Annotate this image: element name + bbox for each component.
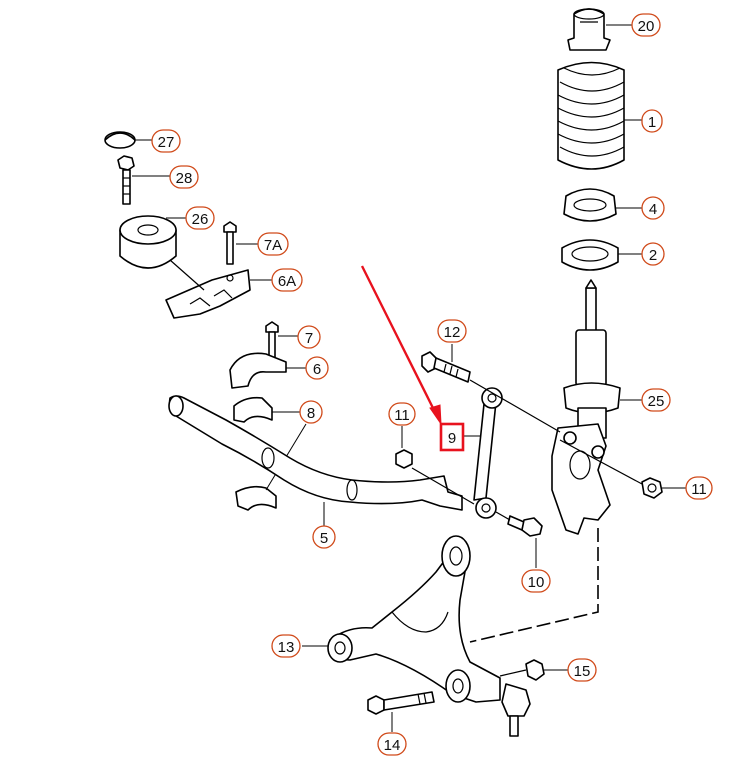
svg-text:26: 26 xyxy=(192,211,209,228)
coupling-rod xyxy=(463,379,561,519)
svg-text:15: 15 xyxy=(574,663,591,680)
nut-right xyxy=(641,477,686,499)
svg-text:1: 1 xyxy=(648,114,656,131)
callout-8: 8 xyxy=(299,400,323,424)
svg-text:25: 25 xyxy=(648,393,665,410)
callout-6a: 6A xyxy=(271,268,303,292)
svg-text:13: 13 xyxy=(278,639,295,656)
svg-text:5: 5 xyxy=(320,530,328,547)
svg-text:28: 28 xyxy=(176,170,193,187)
callout-14: 14 xyxy=(377,732,407,756)
callout-25: 25 xyxy=(641,388,671,412)
cap xyxy=(104,131,152,149)
wishbone xyxy=(302,535,531,737)
bolt-7a xyxy=(223,221,258,265)
svg-text:6A: 6A xyxy=(278,273,296,290)
svg-text:6: 6 xyxy=(313,361,321,378)
callout-13: 13 xyxy=(271,634,301,658)
callout-11-right: 11 xyxy=(685,476,713,500)
svg-text:12: 12 xyxy=(444,324,461,341)
upper-spring-seat xyxy=(563,188,642,222)
svg-text:7: 7 xyxy=(305,330,313,347)
clamp-6 xyxy=(229,352,306,389)
svg-text:11: 11 xyxy=(394,407,410,424)
callout-6: 6 xyxy=(305,356,329,380)
callout-27: 27 xyxy=(151,129,181,153)
wheel-bearing-housing xyxy=(551,423,643,535)
callout-15: 15 xyxy=(567,658,597,682)
callout-20: 20 xyxy=(631,13,661,37)
callout-28: 28 xyxy=(169,165,199,189)
nut-left xyxy=(395,426,475,505)
stabilizer-bar xyxy=(168,395,463,528)
callout-7a: 7A xyxy=(257,232,289,256)
assembly-dashed-line xyxy=(469,528,599,643)
callout-2: 2 xyxy=(641,242,665,266)
svg-text:14: 14 xyxy=(384,737,401,754)
rubber-mount xyxy=(119,215,186,269)
bolt-10 xyxy=(495,511,543,568)
bolt-14 xyxy=(367,691,435,732)
svg-text:7A: 7A xyxy=(264,237,282,254)
callout-26: 26 xyxy=(185,206,215,230)
callout-7: 7 xyxy=(297,325,321,349)
svg-text:20: 20 xyxy=(638,18,655,35)
highlight-box-9: 9 xyxy=(439,422,465,452)
callout-1: 1 xyxy=(641,109,663,133)
svg-text:10: 10 xyxy=(528,574,545,591)
svg-text:27: 27 xyxy=(158,134,175,151)
callout-11-left: 11 xyxy=(388,402,416,426)
svg-text:9: 9 xyxy=(448,430,456,447)
svg-text:11: 11 xyxy=(691,481,707,498)
nut-15 xyxy=(499,659,568,681)
bolt-12 xyxy=(421,344,471,383)
bolt-7 xyxy=(265,321,298,359)
strut-top-mount xyxy=(567,8,632,51)
svg-text:8: 8 xyxy=(307,405,315,422)
bolt-28 xyxy=(117,155,170,205)
callout-10: 10 xyxy=(521,569,551,593)
pointer-arrow xyxy=(360,265,442,426)
bushing-8 xyxy=(233,396,307,511)
bracket-6a xyxy=(165,259,272,319)
callout-4: 4 xyxy=(641,196,665,220)
callout-5: 5 xyxy=(312,525,336,549)
shock-absorber xyxy=(563,279,642,439)
callout-12: 12 xyxy=(437,319,467,343)
svg-text:4: 4 xyxy=(649,201,657,218)
lower-spring-seat xyxy=(561,239,642,271)
svg-text:2: 2 xyxy=(649,247,657,264)
coil-spring xyxy=(557,61,642,170)
